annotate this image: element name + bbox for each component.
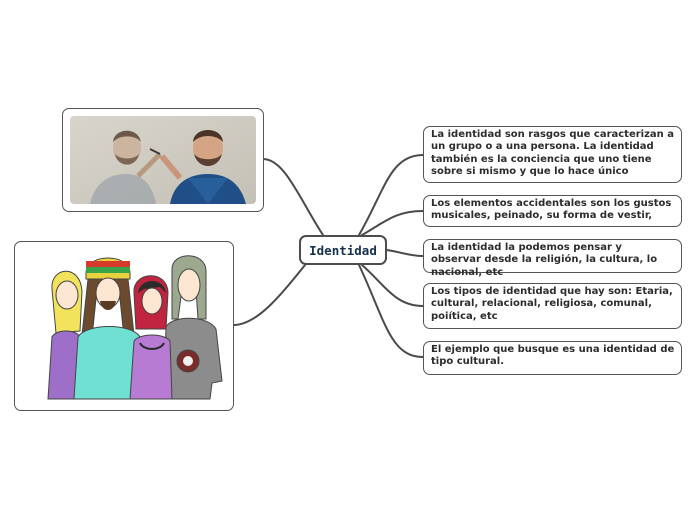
connector-central-to-topic-3 — [386, 249, 424, 257]
connector-central-to-cartoon — [233, 264, 306, 326]
central-topic-label: Identidad — [309, 242, 377, 258]
connector-central-to-topic-5 — [358, 264, 424, 358]
topic-definicion-text: La identidad son rasgos que caracterizan… — [431, 129, 675, 178]
photo-node[interactable] — [62, 108, 264, 212]
cartoon-node[interactable] — [14, 241, 234, 411]
connector-central-to-photo — [262, 158, 324, 236]
group-of-teens-cartoon-image — [22, 249, 226, 403]
topic-ejemplo[interactable]: El ejemplo que busque es una identidad d… — [423, 341, 682, 375]
topic-tipos-text: Los tipos de identidad que hay son: Etar… — [431, 286, 673, 322]
topic-elementos[interactable]: Los elementos accidentales son los gusto… — [423, 195, 682, 227]
connector-central-to-topic-2 — [361, 210, 424, 236]
topic-definicion[interactable]: La identidad son rasgos que caracterizan… — [423, 126, 682, 183]
topic-tipos[interactable]: Los tipos de identidad que hay son: Etar… — [423, 283, 682, 329]
topic-perspectivas-text: La identidad la podemos pensar y observa… — [431, 242, 658, 278]
topic-ejemplo-text: El ejemplo que busque es una identidad d… — [431, 344, 675, 368]
topic-perspectivas[interactable]: La identidad la podemos pensar y observa… — [423, 239, 682, 278]
topic-elementos-text: Los elementos accidentales son los gusto… — [431, 198, 672, 222]
central-topic[interactable]: Identidad — [299, 235, 387, 265]
man-painting-reflection-image — [70, 116, 256, 204]
connector-central-to-topic-4 — [361, 264, 424, 307]
connector-central-to-topic-1 — [358, 154, 424, 236]
